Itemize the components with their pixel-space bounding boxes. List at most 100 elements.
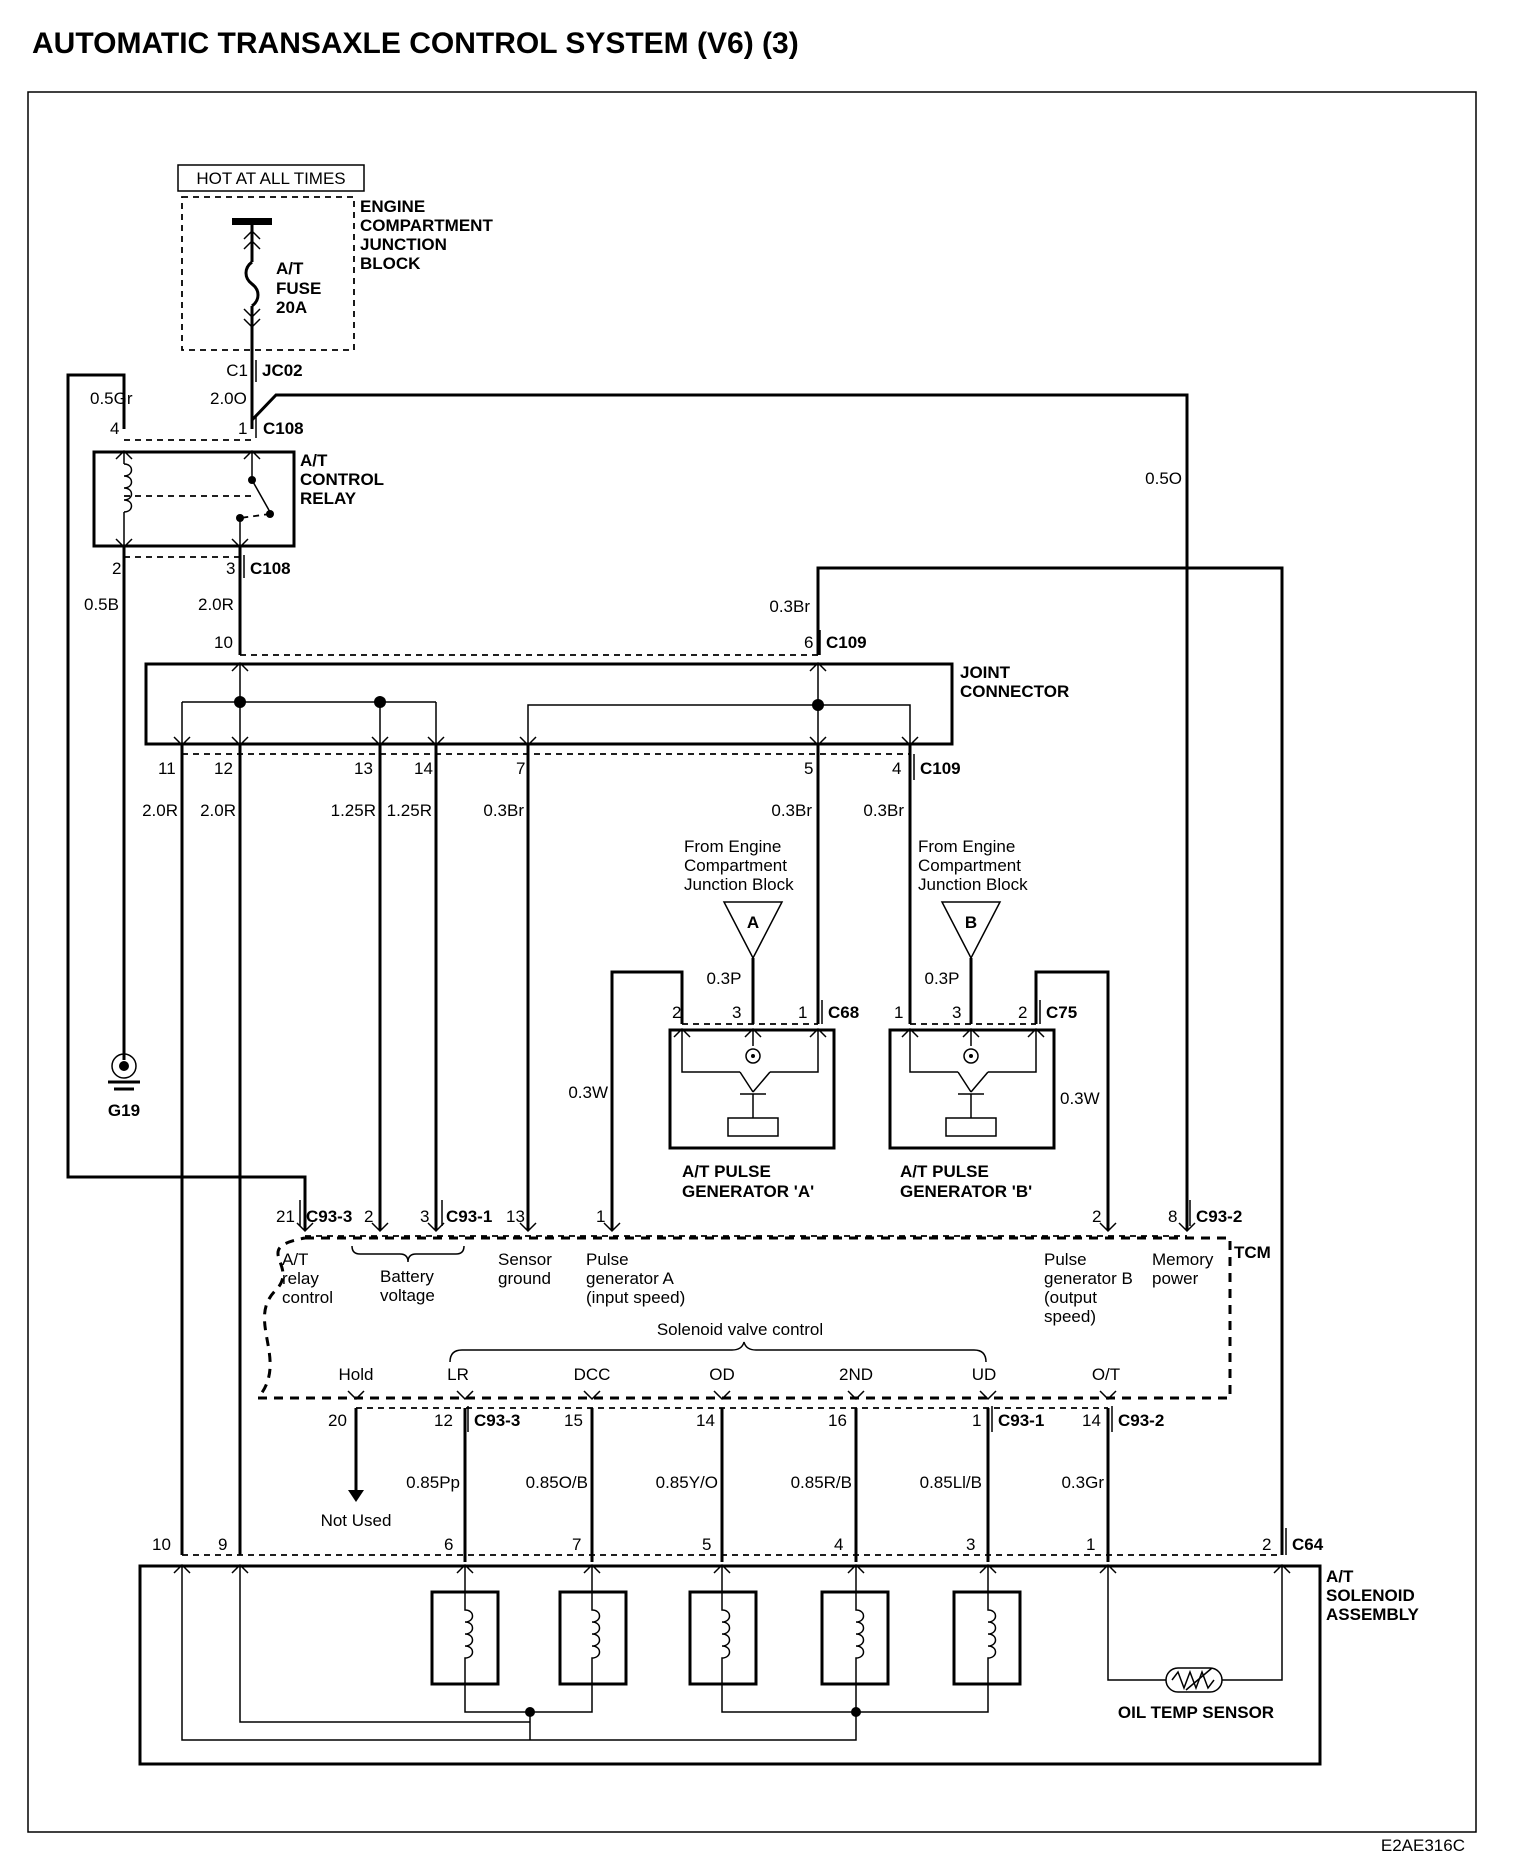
wire-0.85pp: 0.85Pp xyxy=(406,1473,460,1492)
tcm-label-battery-1: Battery xyxy=(380,1267,434,1286)
ejb-label-3: JUNCTION xyxy=(360,235,447,254)
tcm-label-relay-1: A/T xyxy=(282,1250,308,1269)
wire-0.3p-b: 0.3P xyxy=(925,969,960,988)
sol-label-3: ASSEMBLY xyxy=(1326,1605,1420,1624)
sol-pin-10: 10 xyxy=(152,1535,171,1554)
connector-c93-3-top: C93-3 xyxy=(306,1207,352,1226)
pulse-generator-b: From Engine Compartment Junction Block B… xyxy=(888,837,1110,1230)
sol-pin-6: 6 xyxy=(444,1535,453,1554)
pga-pin-3: 3 xyxy=(732,1003,741,1022)
sol-label-1: A/T xyxy=(1326,1567,1354,1586)
connector-c93-2-bottom: C93-2 xyxy=(1118,1411,1164,1430)
tcm-pin-8: 8 xyxy=(1168,1207,1177,1226)
pga-ref: A xyxy=(747,913,759,932)
figure-code: E2AE316C xyxy=(1381,1836,1465,1855)
tcm-label-sensor-1: Sensor xyxy=(498,1250,552,1269)
tcm-label-memory-2: power xyxy=(1152,1269,1199,1288)
pgb-label-1: A/T PULSE xyxy=(900,1162,989,1181)
pgb-pin-3: 3 xyxy=(952,1003,961,1022)
relay-label-2: CONTROL xyxy=(300,470,384,489)
tcm-label-pga-1: Pulse xyxy=(586,1250,629,1269)
tcm-pin-15: 15 xyxy=(564,1411,583,1430)
tcm-label-pgb-3: (output xyxy=(1044,1288,1097,1307)
tcm-label-pgb-4: speed) xyxy=(1044,1307,1096,1326)
sol-label-2: SOLENOID xyxy=(1326,1586,1415,1605)
connector-c93-1-top: C93-1 xyxy=(446,1207,492,1226)
wire-1.25r-b: 1.25R xyxy=(387,801,432,820)
wire-2.0r-a: 2.0R xyxy=(142,801,178,820)
tcm-label-memory-1: Memory xyxy=(1152,1250,1214,1269)
wire-0.3w-a: 0.3W xyxy=(568,1083,608,1102)
tcm-pin-3: 3 xyxy=(420,1207,429,1226)
pga-from-3: Junction Block xyxy=(684,875,794,894)
sol-pin-2: 2 xyxy=(1262,1535,1271,1554)
hot-at-all-times: HOT AT ALL TIMES xyxy=(196,169,345,188)
pgb-from-2: Compartment xyxy=(918,856,1021,875)
pgb-pin-2: 2 xyxy=(1018,1003,1027,1022)
sol-pin-4: 4 xyxy=(834,1535,843,1554)
not-used-label: Not Used xyxy=(321,1511,392,1530)
at-control-relay: 0.5Gr 2.0O 0.5O 4 1 C108 A/T CONTROL REL… xyxy=(66,350,1189,1230)
tcm-label-relay-2: relay xyxy=(282,1269,319,1288)
wire-0.3br-b: 0.3Br xyxy=(771,801,812,820)
sol-pin-5: 5 xyxy=(702,1535,711,1554)
pgb-pin-1: 1 xyxy=(894,1003,903,1022)
tcm-pin-2: 2 xyxy=(364,1207,373,1226)
wire-0.3br-top: 0.3Br xyxy=(769,597,810,616)
pulse-generator-a: From Engine Compartment Junction Block A… xyxy=(610,837,859,1230)
wire-0.5b: 0.5B xyxy=(84,595,119,614)
tcm-label-dcc: DCC xyxy=(574,1365,611,1384)
wire-2.0r-top: 2.0R xyxy=(198,595,234,614)
tcm-label-od: OD xyxy=(709,1365,735,1384)
wire-2.0o: 2.0O xyxy=(210,389,247,408)
fuse-label-1: A/T xyxy=(276,259,304,278)
joint-pin-14: 14 xyxy=(414,759,433,778)
ground-g19: G19 xyxy=(108,1053,140,1120)
wire-1.25r-a: 1.25R xyxy=(331,801,376,820)
wire-0.3p-a: 0.3P xyxy=(707,969,742,988)
ground-label: G19 xyxy=(108,1101,140,1120)
sol-pin-9: 9 xyxy=(218,1535,227,1554)
tcm-label-solenoid-control: Solenoid valve control xyxy=(657,1320,823,1339)
tcm-label-battery-2: voltage xyxy=(380,1286,435,1305)
connector-c1: C1 xyxy=(226,361,248,380)
tcm-label-hold: Hold xyxy=(339,1365,374,1384)
ejb-label-2: COMPARTMENT xyxy=(360,216,493,235)
pga-from-1: From Engine xyxy=(684,837,781,856)
tcm-pin-1b: 1 xyxy=(972,1411,981,1430)
wire-0.85yo: 0.85Y/O xyxy=(656,1473,718,1492)
joint-pin-7: 7 xyxy=(516,759,525,778)
connector-c93-3-bottom: C93-3 xyxy=(474,1411,520,1430)
sol-pin-1: 1 xyxy=(1086,1535,1095,1554)
tcm-pin-20: 20 xyxy=(328,1411,347,1430)
joint-pin-12: 12 xyxy=(214,759,233,778)
joint-pin-13: 13 xyxy=(354,759,373,778)
tcm-label-lr: LR xyxy=(447,1365,469,1384)
tcm-label-2nd: 2ND xyxy=(839,1365,873,1384)
tcm-label: TCM xyxy=(1234,1243,1271,1262)
connector-c109-bottom: C109 xyxy=(920,759,961,778)
tcm-pin-14b: 14 xyxy=(1082,1411,1101,1430)
tcm: TCM 21 C93-3 2 3 C93-1 13 1 2 8 C93-2 A/… xyxy=(254,1200,1271,1432)
fuse-label-3: 20A xyxy=(276,298,307,317)
tcm-label-pgb-1: Pulse xyxy=(1044,1250,1087,1269)
tcm-label-ud: UD xyxy=(972,1365,997,1384)
wire-0.85lib: 0.85Ll/B xyxy=(920,1473,982,1492)
diagram-title: AUTOMATIC TRANSAXLE CONTROL SYSTEM (V6) … xyxy=(32,27,799,60)
tcm-label-pga-2: generator A xyxy=(586,1269,675,1288)
joint-connector: 10 6 C109 JOINT CONNECTOR 11 12 13 14 7 … xyxy=(144,630,1069,780)
pga-pin-1: 1 xyxy=(798,1003,807,1022)
wire-0.3w-b: 0.3W xyxy=(1060,1089,1100,1108)
tcm-label-ot: O/T xyxy=(1092,1365,1120,1384)
pgb-ref: B xyxy=(965,913,977,932)
ejb-label-4: BLOCK xyxy=(360,254,421,273)
wire-2.0r-b: 2.0R xyxy=(200,801,236,820)
tcm-pin-16: 16 xyxy=(828,1411,847,1430)
joint-pin-11: 11 xyxy=(158,759,176,778)
tcm-pin-21: 21 xyxy=(276,1207,295,1226)
frame xyxy=(27,91,1477,1833)
joint-label-2: CONNECTOR xyxy=(960,682,1069,701)
fuse-label-2: FUSE xyxy=(276,279,321,298)
connector-c108-top: C108 xyxy=(263,419,304,438)
